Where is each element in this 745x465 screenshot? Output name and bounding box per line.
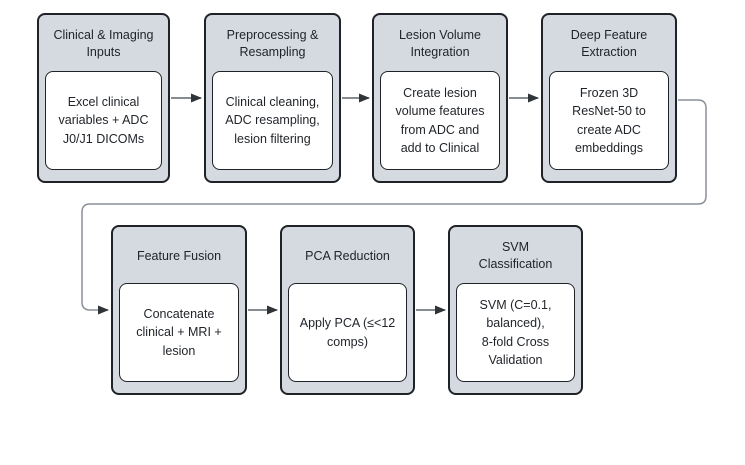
stage-title: Deep Feature Extraction: [570, 28, 648, 59]
stage-title: Preprocessing & Resampling: [226, 28, 319, 59]
stage-description-text: Clinical cleaning, ADC resampling, lesio…: [225, 95, 320, 146]
stage-deep-feature-extraction: Deep Feature Extraction Frozen 3D ResNet…: [541, 13, 677, 183]
stage-description-text: Frozen 3D ResNet-50 to create ADC embedd…: [572, 86, 646, 155]
stage-description-box: Clinical cleaning, ADC resampling, lesio…: [212, 71, 333, 170]
stage-description-text: Create lesion volume features from ADC a…: [395, 86, 485, 155]
stage-description-box: Create lesion volume features from ADC a…: [380, 71, 500, 170]
stage-clinical-imaging-inputs: Clinical & Imaging Inputs Excel clinical…: [37, 13, 170, 183]
stage-description-text: Excel clinical variables + ADC J0/J1 DIC…: [58, 95, 149, 146]
stage-description-box: SVM (C=0.1, balanced), 8-fold Cross Vali…: [456, 283, 575, 382]
stage-description-text: SVM (C=0.1, balanced), 8-fold Cross Vali…: [479, 298, 552, 367]
stage-title: Lesion Volume Integration: [398, 28, 481, 59]
stage-lesion-volume-integration: Lesion Volume Integration Create lesion …: [372, 13, 508, 183]
stage-title: PCA Reduction: [305, 248, 390, 263]
stage-description-box: Concatenate clinical + MRI + lesion: [119, 283, 239, 382]
stage-description-box: Apply PCA (≤<12 comps): [288, 283, 407, 382]
stage-title: Feature Fusion: [136, 248, 222, 263]
stage-pca-reduction: PCA Reduction Apply PCA (≤<12 comps): [280, 225, 415, 395]
stage-svm-classification: SVM Classification SVM (C=0.1, balanced)…: [448, 225, 583, 395]
stage-description-box: Excel clinical variables + ADC J0/J1 DIC…: [45, 71, 162, 170]
stage-description-text: Apply PCA (≤<12 comps): [299, 316, 396, 349]
stage-description-box: Frozen 3D ResNet-50 to create ADC embedd…: [549, 71, 669, 170]
stage-preprocessing-resampling: Preprocessing & Resampling Clinical clea…: [204, 13, 341, 183]
stage-feature-fusion: Feature Fusion Concatenate clinical + MR…: [111, 225, 247, 395]
stage-title: SVM Classification: [478, 240, 553, 271]
stage-title: Clinical & Imaging Inputs: [53, 28, 154, 59]
stage-description-text: Concatenate clinical + MRI + lesion: [136, 307, 222, 358]
